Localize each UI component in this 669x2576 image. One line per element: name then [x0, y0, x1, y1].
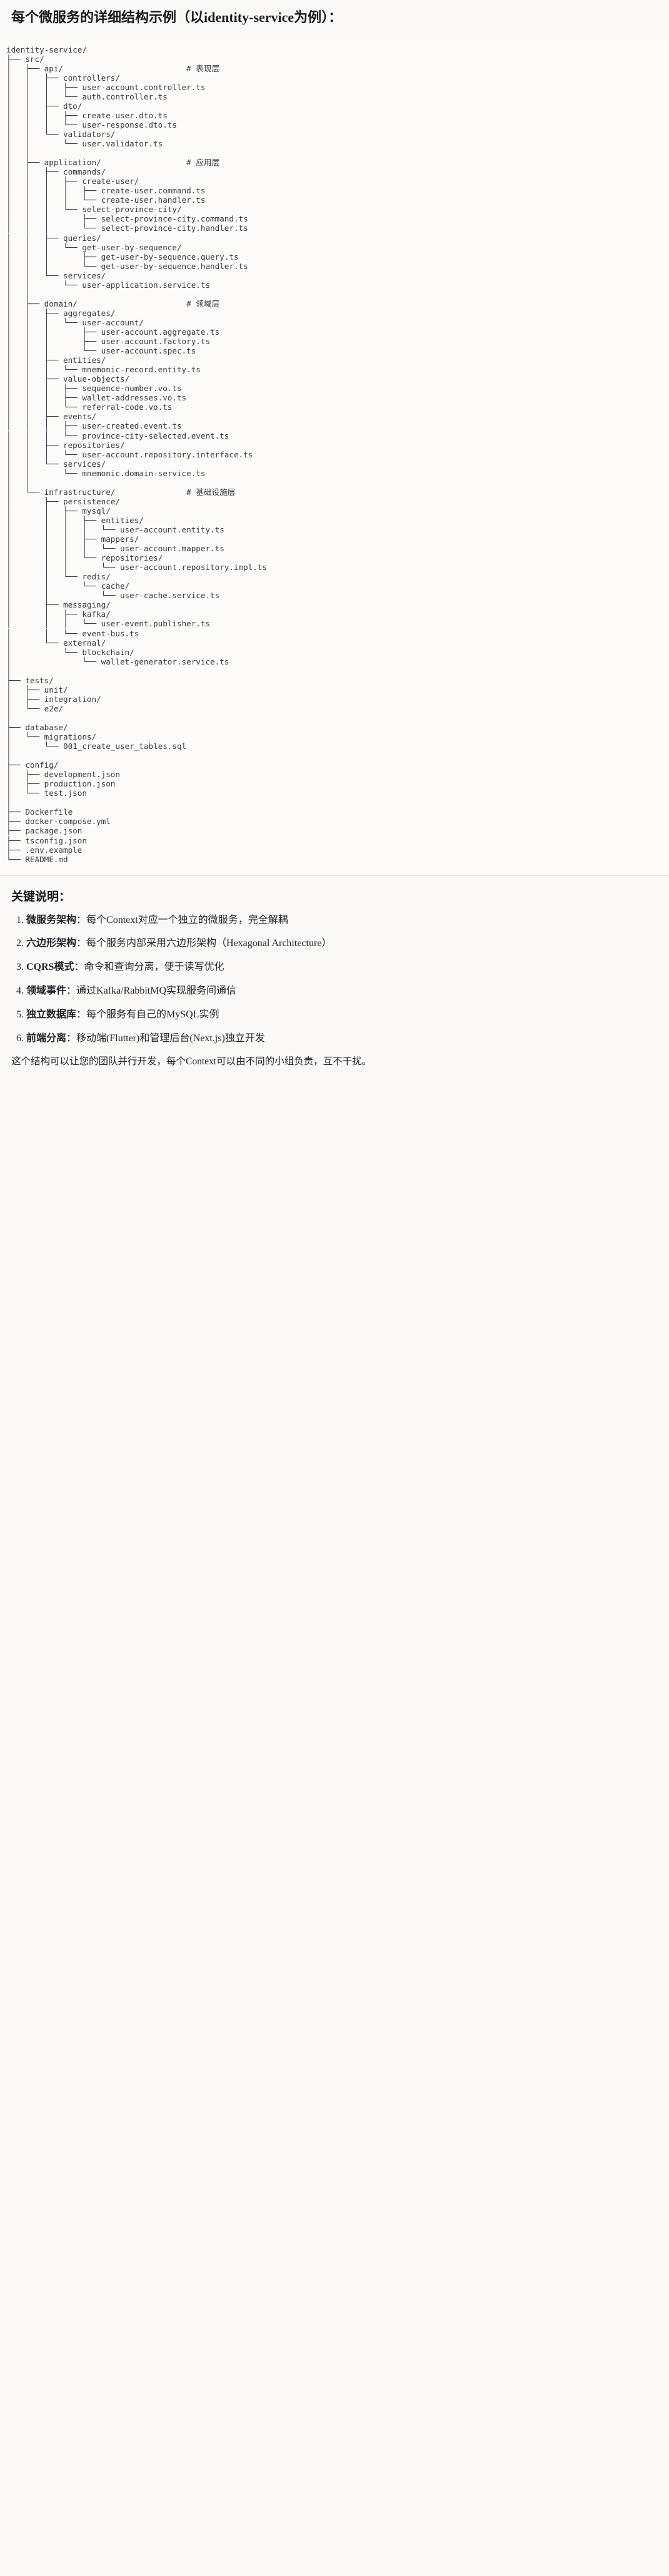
- key-note-label: 前端分离: [26, 1032, 67, 1044]
- directory-tree-block: identity-service/ ├── src/ │ ├── api/ # …: [0, 36, 669, 876]
- closing-paragraph: 这个结构可以让您的团队并行开发，每个Context可以由不同的小组负责，互不干扰…: [11, 1056, 372, 1067]
- key-note-item: 前端分离：移动端(Flutter)和管理后台(Next.js)独立开发: [26, 1031, 658, 1047]
- key-note-item: 独立数据库：每个服务有自己的MySQL实例: [26, 1007, 658, 1023]
- title-bar: 每个微服务的详细结构示例（以identity-service为例）：: [0, 0, 669, 36]
- key-note-text: ：每个服务内部采用六边形架构（Hexagonal Architecture）: [76, 938, 332, 949]
- key-note-text: ：每个服务有自己的MySQL实例: [76, 1009, 219, 1020]
- page-title: 每个微服务的详细结构示例（以identity-service为例）：: [11, 9, 343, 25]
- key-note-item: 六边形架构：每个服务内部采用六边形架构（Hexagonal Architectu…: [26, 936, 658, 952]
- key-note-text: ：命令和查询分离，便于读写优化: [74, 962, 224, 973]
- key-notes-section: 关键说明： 微服务架构：每个Context对应一个独立的微服务，完全解耦六边形架…: [0, 875, 669, 1079]
- key-note-item: 领域事件：通过Kafka/RabbitMQ实现服务间通信: [26, 984, 658, 999]
- key-note-text: ：通过Kafka/RabbitMQ实现服务间通信: [66, 985, 236, 997]
- key-note-text: ：移动端(Flutter)和管理后台(Next.js)独立开发: [66, 1032, 265, 1044]
- key-note-item: CQRS模式：命令和查询分离，便于读写优化: [26, 960, 658, 975]
- key-note-label: CQRS模式: [26, 962, 74, 973]
- directory-tree: identity-service/ ├── src/ │ ├── api/ # …: [6, 44, 268, 864]
- key-note-label: 领域事件: [26, 985, 67, 997]
- key-note-item: 微服务架构：每个Context对应一个独立的微服务，完全解耦: [26, 913, 658, 929]
- key-note-label: 独立数据库: [26, 1009, 77, 1020]
- key-note-label: 微服务架构: [26, 914, 77, 925]
- key-note-text: ：每个Context对应一个独立的微服务，完全解耦: [76, 914, 288, 925]
- key-notes-list: 微服务架构：每个Context对应一个独立的微服务，完全解耦六边形架构：每个服务…: [11, 913, 658, 1047]
- key-note-label: 六边形架构: [26, 938, 77, 949]
- key-notes-heading: 关键说明：: [11, 890, 71, 904]
- document-page: 每个微服务的详细结构示例（以identity-service为例）： ident…: [0, 0, 669, 1079]
